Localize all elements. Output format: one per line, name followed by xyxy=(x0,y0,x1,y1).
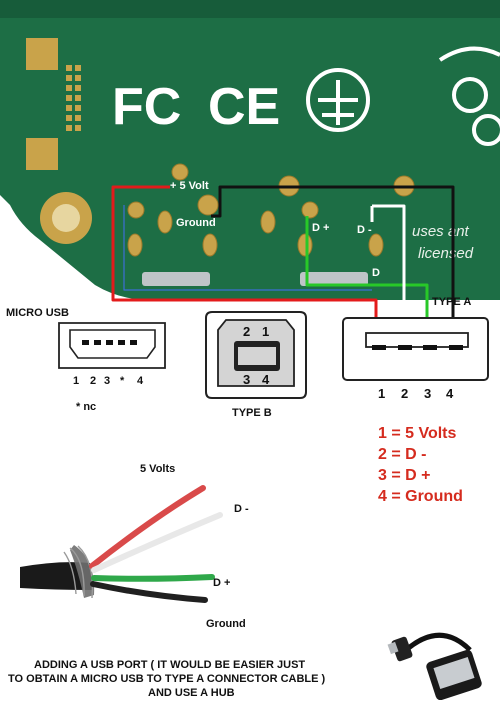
label-5v: + 5 Volt xyxy=(170,180,209,192)
otg-micro-plug xyxy=(391,636,413,662)
wire-ref xyxy=(123,205,372,291)
type-a-pin: 1 xyxy=(378,386,385,401)
type-a-pin: 4 xyxy=(446,386,454,401)
caption-line: AND USE A HUB xyxy=(148,687,235,699)
micro-usb-pin: 3 xyxy=(104,375,110,387)
raspberry-logo-icon xyxy=(438,46,500,146)
cable-label: Ground xyxy=(206,618,246,630)
cable-black-wire xyxy=(90,581,208,603)
wires xyxy=(111,185,455,334)
fcc-logo: FC xyxy=(112,78,181,136)
legend-item: 4 = Ground xyxy=(378,488,463,505)
legend-item: 2 = D - xyxy=(378,446,426,463)
type-a-shell xyxy=(342,317,489,381)
legend-item: 3 = D + xyxy=(378,467,430,484)
type-b-title: TYPE B xyxy=(232,407,272,419)
caption: ADDING A USB PORT ( IT WOULD BE EASIER J… xyxy=(8,659,326,699)
cable-label: 5 Volts xyxy=(140,463,175,475)
type-b-connector: 2 1 3 4 TYPE B xyxy=(205,311,307,419)
silk-text: licensed xyxy=(418,245,474,262)
pcb-board: FC CE uses ant licensed + 5 Volt Ground xyxy=(0,0,500,300)
label-ground: Ground xyxy=(176,217,216,229)
type-a-pin: 3 xyxy=(424,386,431,401)
cable-jacket xyxy=(20,562,92,590)
label-d: D xyxy=(372,267,380,279)
pcb-pad xyxy=(26,38,58,70)
type-b-pin: 4 xyxy=(262,372,270,387)
pin-legend: 1 = 5 Volts 2 = D - 3 = D + 4 = Ground xyxy=(378,425,463,505)
silk-text: uses ant xyxy=(412,223,470,240)
cable-label: D + xyxy=(213,577,230,589)
otg-cable xyxy=(403,632,472,653)
micro-usb-title: MICRO USB xyxy=(6,307,69,319)
type-a-title: TYPE A xyxy=(432,296,471,308)
board-usb-port xyxy=(300,272,368,286)
type-a-pin: 2 xyxy=(401,386,408,401)
stripped-cable: 5 Volts D - D + Ground xyxy=(20,463,249,630)
board-usb-port xyxy=(142,272,210,286)
type-b-pin: 3 xyxy=(243,372,250,387)
caption-line: TO OBTAIN A MICRO USB TO TYPE A CONNECTO… xyxy=(8,673,326,685)
otg-adapter xyxy=(387,632,482,701)
wire-black xyxy=(211,185,455,334)
micro-usb-pin: 2 xyxy=(90,375,96,387)
type-b-pin: 2 xyxy=(243,324,250,339)
ce-logo: CE xyxy=(208,78,280,136)
pcb-pad xyxy=(26,138,58,170)
micro-usb-pin: 1 xyxy=(73,375,79,387)
compliance-mark-icon xyxy=(306,68,370,132)
cable-red-wire xyxy=(89,485,206,569)
pcb-surface xyxy=(0,0,500,300)
label-dminus: D - xyxy=(357,224,372,236)
micro-usb-connector: MICRO USB 1 2 3 * 4 * nc xyxy=(6,307,166,413)
cable-green-wire xyxy=(91,574,215,582)
micro-usb-pin: 4 xyxy=(137,375,144,387)
wire-white xyxy=(372,204,406,322)
wire-red xyxy=(111,185,378,334)
type-b-pin: 1 xyxy=(262,324,269,339)
legend-item: 1 = 5 Volts xyxy=(378,425,457,442)
micro-usb-note: * nc xyxy=(76,401,96,413)
wire-green xyxy=(305,216,429,334)
cable-label: D - xyxy=(234,503,249,515)
caption-line: ADDING A USB PORT ( IT WOULD BE EASIER J… xyxy=(34,659,305,671)
pcb-pad-grid xyxy=(66,65,81,131)
type-a-connector: TYPE A 1 2 3 4 xyxy=(342,296,489,401)
micro-usb-pin: * xyxy=(120,375,125,387)
cable-white-wire xyxy=(91,512,223,573)
label-dplus: D + xyxy=(312,222,329,234)
